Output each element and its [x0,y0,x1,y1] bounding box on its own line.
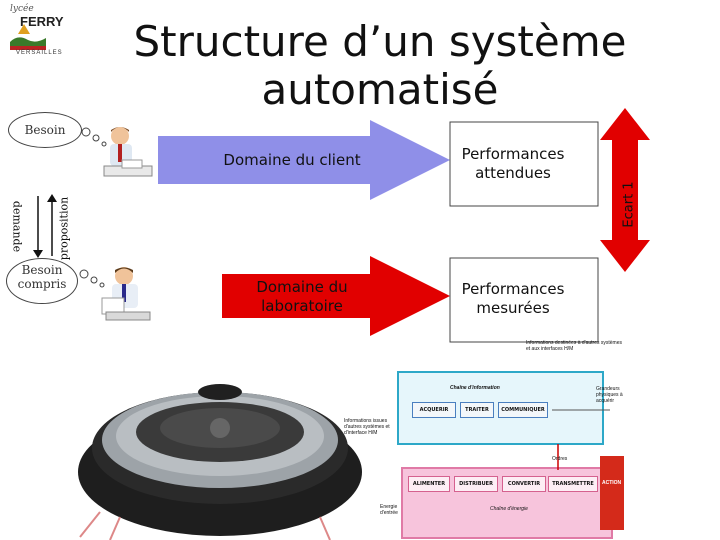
expected-perf-frame [449,121,599,207]
measured-performances: Performances mesurées [438,280,588,318]
action-label: ACTION [602,480,622,486]
title-line-1: Structure d’un système [133,17,627,66]
energy-box-supply: ALIMENTER [408,476,450,492]
logo-name: FERRY [20,14,64,29]
lab-domain-label: Domaine du laboratoire [232,278,372,316]
info-chain-title: Chaîne d'information [450,385,500,391]
lab-domain-label-line-2: laboratoire [261,297,343,315]
info-box-acquire: ACQUERIR [412,402,456,418]
understood-bubble-line-1: Besoin [21,263,63,277]
orders-label: Ordres [552,456,568,462]
gap-double-arrow [600,108,650,272]
energy-chain-title: Chaîne d'énergie [490,506,528,512]
energy-box-transmit: TRANSMETTRE [548,476,598,492]
robot-vacuum-image [78,384,362,540]
measured-performances-line-1: Performances [461,280,565,298]
logo-script: lycée [10,4,34,14]
left-note: Informations issues d'autres systèmes et… [344,418,390,436]
measured-performances-line-2: mesurées [476,299,550,317]
expected-performances-line-1: Performances [461,145,565,163]
functional-chain-diagram: Informations destinées à d'autres systèm… [340,340,630,540]
expected-performances: Performances attendues [438,145,588,183]
understood-bubble-line-2: compris [17,277,67,291]
client-domain-arrow [158,120,450,200]
title-line-2: automatisé [261,65,499,114]
measured-perf-frame [449,257,599,343]
info-box-communicate: COMMUNIQUER [498,402,548,418]
proposition-label: proposition [57,196,71,261]
understood-bubble: Besoin compris [6,258,78,304]
expected-performances-line-2: attendues [475,164,551,182]
client-person-illustration [103,127,153,177]
energy-box-distribute: DISTRIBUER [454,476,498,492]
demand-label: demande [10,200,24,253]
need-bubble-text: Besoin [24,123,66,137]
need-bubble: Besoin [8,112,82,148]
energy-box-convert: CONVERTIR [502,476,546,492]
info-box-process: TRAITER [460,402,494,418]
energy-input-label: Energie d'entrée [380,504,398,516]
lab-domain-arrow [222,256,450,336]
slide-title: Structure d’un système automatisé [100,18,660,114]
lab-domain-label-line-1: Domaine du [256,278,348,296]
right-note: Grandeurs physiques à acquérir [596,386,623,404]
logo-city: VERSAILLES [16,50,63,56]
top-note: Informations destinées à d'autres systèm… [526,340,623,352]
engineer-person-illustration [101,267,151,321]
gap-label: Ecart 1 [621,181,637,228]
client-domain-label: Domaine du client [223,151,361,169]
school-logo: lycée FERRY VERSAILLES [6,4,64,58]
